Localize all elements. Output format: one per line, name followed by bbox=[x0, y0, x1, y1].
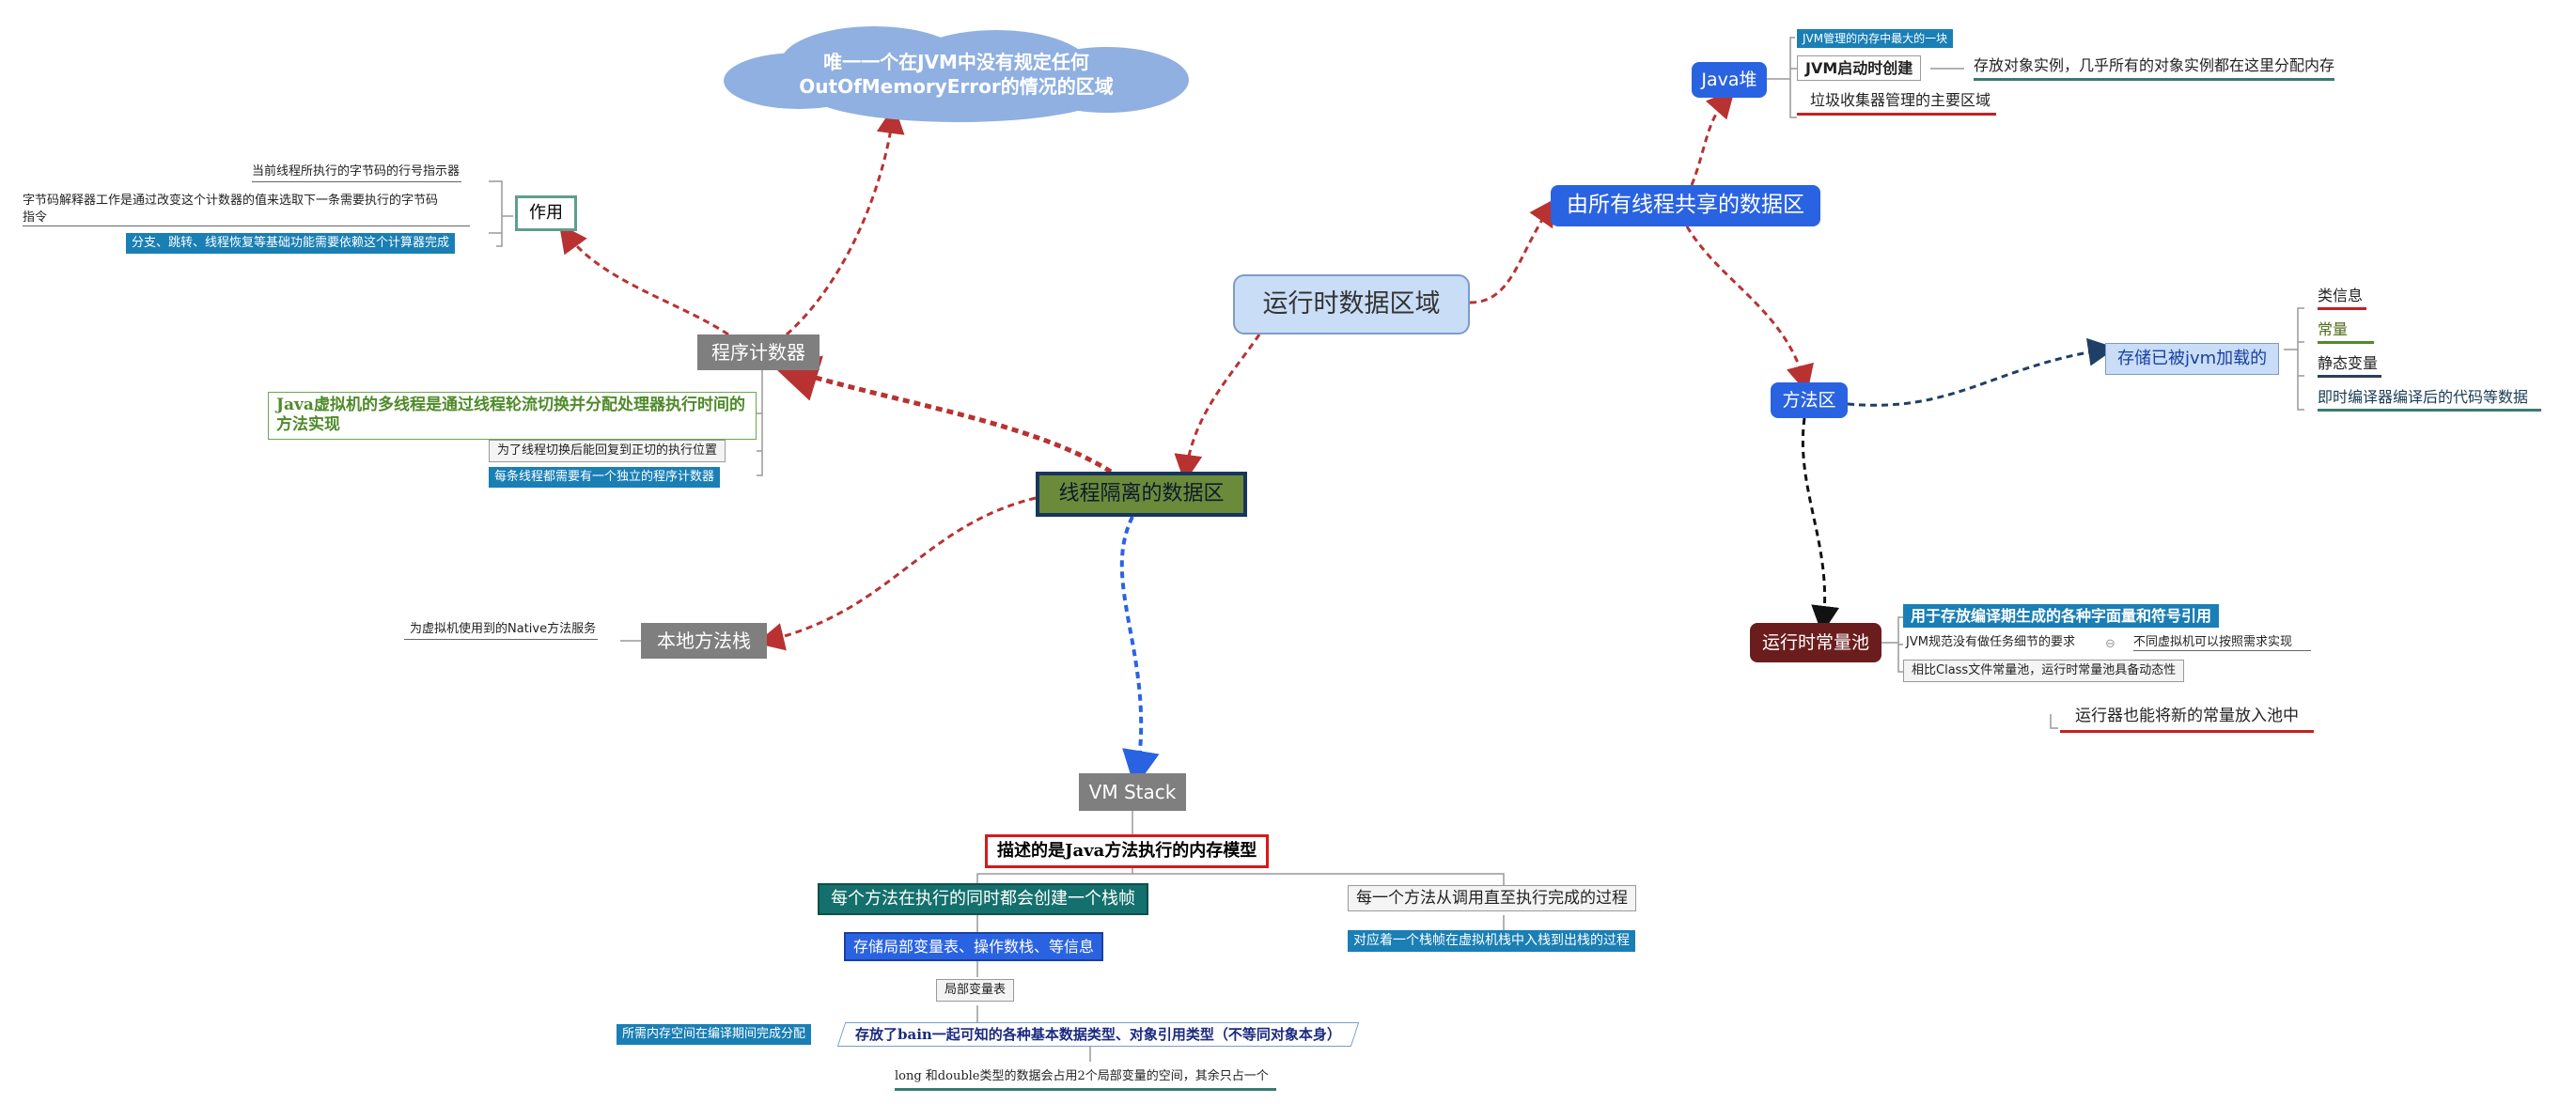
pc-role-node[interactable]: 作用 bbox=[515, 195, 577, 231]
root-runtime-data-area[interactable]: 运行时数据区域 bbox=[1233, 274, 1470, 334]
java-heap-node[interactable]: Java堆 bbox=[1692, 62, 1767, 98]
method-area-item-class-info: 类信息 bbox=[2318, 287, 2367, 311]
pool-note-spec: JVM规范没有做任务细节的要求 bbox=[1906, 635, 2075, 649]
edge-root-shared bbox=[1469, 197, 1557, 304]
pool-note-purpose[interactable]: 用于存放编译期生成的各种字面量和符号引用 bbox=[1903, 604, 2220, 629]
vm-stack-call-process[interactable]: 每一个方法从调用直至执行完成的过程 bbox=[1348, 885, 1636, 912]
method-area-item-jit-code: 即时编译器编译后的代码等数据 bbox=[2318, 388, 2542, 412]
edge-isolated-native bbox=[756, 496, 1037, 651]
edge-pc-cloud bbox=[786, 105, 905, 336]
edge-shared-method bbox=[1685, 225, 1814, 394]
vm-stack-frame-note[interactable]: 每个方法在执行的同时都会创建一个栈帧 bbox=[818, 883, 1148, 915]
method-area-node[interactable]: 方法区 bbox=[1771, 382, 1848, 418]
heap-note-largest: JVM管理的内存中最大的一块 bbox=[1797, 29, 1954, 49]
vm-stack-frame-stores[interactable]: 存储局部变量表、操作数栈、等信息 bbox=[844, 932, 1104, 962]
pc-multithread-note[interactable]: Java虚拟机的多线程是通过线程轮流切换并分配处理器执行时间的方法实现 bbox=[268, 392, 757, 440]
pool-note-spec-circle: ⊖ bbox=[2105, 637, 2115, 651]
runtime-constant-pool-node[interactable]: 运行时常量池 bbox=[1750, 623, 1881, 662]
pool-note-runtime-add: 运行器也能将新的常量放入池中 bbox=[2060, 707, 2314, 734]
vm-stack-compile-time: 所需内存空间在编译期间完成分配 bbox=[617, 1024, 812, 1045]
native-stack-note: 为虚拟机使用到的Native方法服务 bbox=[404, 622, 599, 640]
cloud-line-2: OutOfMemoryError的情况的区域 bbox=[799, 75, 1114, 98]
pc-each-thread-note: 每条线程都需要有一个独立的程序计数器 bbox=[489, 467, 721, 488]
pc-role-item-instruction: 指令 bbox=[23, 210, 471, 226]
oom-free-cloud: 唯一一个在JVM中没有规定任何 OutOfMemoryError的情况的区域 bbox=[724, 26, 1189, 122]
edge-isolated-vmstack bbox=[1119, 516, 1160, 788]
pc-restore-note[interactable]: 为了线程切换后能回复到正切的执行位置 bbox=[489, 440, 726, 462]
edge-root-isolated bbox=[1174, 334, 1261, 483]
cloud-line-1: 唯一一个在JVM中没有规定任何 bbox=[823, 51, 1089, 73]
vm-stack-local-vars[interactable]: 局部变量表 bbox=[936, 979, 1015, 1002]
shared-data-area-node[interactable]: 由所有线程共享的数据区 bbox=[1551, 185, 1820, 226]
heap-note-instances: 存放对象实例，几乎所有的对象实例都在这里分配内存 bbox=[1974, 56, 2335, 82]
method-area-item-static-vars: 静态变量 bbox=[2318, 354, 2382, 379]
native-method-stack-node[interactable]: 本地方法栈 bbox=[641, 623, 767, 659]
pc-role-item-dependency: 分支、跳转、线程恢复等基础功能需要依赖这个计算器完成 bbox=[126, 233, 456, 254]
edge-isolated-pc bbox=[771, 355, 1113, 474]
pc-role-item-line-indicator: 当前线程所执行的字节码的行号指示器 bbox=[252, 164, 462, 182]
edge-shared-heap bbox=[1690, 89, 1735, 186]
edge-method-pool bbox=[1801, 417, 1840, 634]
pc-role-item-interpreter: 字节码解释器工作是通过改变这个计数器的值来选取下一条需要执行的字节码 bbox=[23, 194, 439, 208]
edge-method-stores bbox=[1847, 337, 2116, 407]
method-area-stores[interactable]: 存储已被jvm加载的 bbox=[2105, 343, 2280, 375]
pool-note-spec-detail: 不同虚拟机可以按照需求实现 bbox=[2133, 635, 2312, 651]
method-area-item-constants: 常量 bbox=[2318, 320, 2375, 345]
vm-stack-push-pop: 对应着一个栈帧在虚拟机栈中入栈到出栈的过程 bbox=[1348, 930, 1635, 952]
vm-stack-holds[interactable]: 存放了bain一起可知的各种基本数据类型、对象引用类型（不等同对象本身） bbox=[836, 1022, 1360, 1047]
thread-isolated-data-area-node[interactable]: 线程隔离的数据区 bbox=[1036, 472, 1247, 517]
vm-stack-describes[interactable]: 描述的是Java方法执行的内存模型 bbox=[985, 834, 1270, 868]
edge-pc-role bbox=[558, 224, 729, 336]
heap-note-gc: 垃圾收集器管理的主要区域 bbox=[1797, 91, 1997, 117]
vm-stack-node[interactable]: VM Stack bbox=[1079, 773, 1186, 811]
vm-stack-long-double: long 和double类型的数据会占用2个局部变量的空间，其余只占一个 bbox=[895, 1069, 1276, 1091]
pool-note-dynamic[interactable]: 相比Class文件常量池，运行时常量池具备动态性 bbox=[1903, 660, 2185, 682]
heap-note-startup[interactable]: JVM启动时创建 bbox=[1797, 55, 1922, 82]
program-counter-node[interactable]: 程序计数器 bbox=[697, 334, 820, 370]
